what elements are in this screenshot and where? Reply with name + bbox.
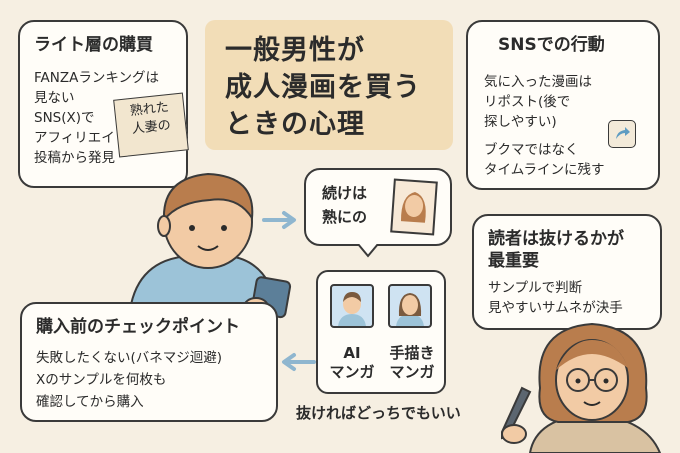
hand-drawn-manga-thumbnail <box>388 284 432 328</box>
light-layer-line-5: 投稿から発見 <box>34 150 115 166</box>
sns-bubble: SNSでの行動 気に入った漫画は リポスト(後で 探しやすい) ブクマではなく … <box>466 20 660 190</box>
pre-purchase-bubble: 購入前のチェックポイント 失敗したくない(バネマジ迴避) Xのサンプルを何枚も … <box>20 302 278 422</box>
reader-bubble: 読者は抜けるかが 最重要 サンプルで判断 見やすいサムネが決手 <box>472 214 662 330</box>
manga-cover-thumbnail <box>390 178 438 236</box>
sns-line-2: リポスト(後で <box>484 94 571 110</box>
pre-purchase-line-3: 確認してから購入 <box>36 394 144 410</box>
title-panel: 一般男性が 成人漫画を買う ときの心理 <box>205 20 453 150</box>
hand-label-line-1: 手描き <box>389 344 435 362</box>
share-arrow-icon <box>608 120 636 148</box>
sns-line-5: タイムラインに残す <box>484 162 605 178</box>
sequel-line-1: 続けは <box>322 184 368 202</box>
ai-label-line-2: マンガ <box>329 363 375 381</box>
hand-drawn-face-icon <box>396 293 424 326</box>
sns-line-1: 気に入った漫画は <box>484 74 592 90</box>
title-line-3: ときの心理 <box>225 109 365 140</box>
woman-portrait-icon <box>400 192 426 223</box>
light-layer-line-4: アフィリエイト <box>34 130 129 146</box>
ai-label-line-1: AI <box>343 344 361 362</box>
reader-line-2: 見やすいサムネが決手 <box>488 300 623 316</box>
pen-icon <box>501 386 532 444</box>
sns-line-4: ブクマではなく <box>484 142 579 158</box>
comparison-box: AI マンガ 手描き マンガ <box>316 270 446 394</box>
pre-purchase-heading: 購入前のチェックポイント <box>36 317 240 337</box>
ai-face-icon <box>338 292 366 326</box>
reader-heading-2: 最重要 <box>488 251 539 271</box>
hand-label-line-2: マンガ <box>389 363 435 381</box>
ai-manga-thumbnail <box>330 284 374 328</box>
sns-line-3: 探しやすい) <box>484 114 557 130</box>
sequel-bubble: 続けは 熟にの <box>304 168 452 246</box>
pre-purchase-line-2: Xのサンプルを何枚も <box>36 372 167 388</box>
pre-purchase-line-1: 失敗したくない(バネマジ迴避) <box>36 350 223 366</box>
arrow-left-icon <box>282 353 316 371</box>
man-illustration <box>128 172 280 310</box>
reader-line-1: サンプルで判断 <box>488 280 583 296</box>
arrow-right-icon <box>262 211 296 229</box>
comparison-footer: 抜ければどっちでもいい <box>296 404 461 422</box>
bubble-tail <box>357 244 379 258</box>
woman-illustration <box>528 322 662 453</box>
tweet-note-card: 熟れた 人妻の <box>113 92 189 158</box>
light-layer-line-2: 見ない <box>34 90 75 106</box>
sns-heading: SNSでの行動 <box>498 35 605 55</box>
title-line-2: 成人漫画を買う <box>225 72 421 103</box>
light-layer-line-3: SNS(X)で <box>34 110 95 126</box>
share-arrow-icon-glyph <box>616 127 630 139</box>
reader-heading-1: 読者は抜けるかが <box>488 229 624 249</box>
sequel-line-2: 熟にの <box>322 208 368 226</box>
light-layer-heading: ライト層の購買 <box>34 35 153 55</box>
light-layer-line-1: FANZAランキングは <box>34 70 159 86</box>
title-line-1: 一般男性が <box>225 35 365 66</box>
